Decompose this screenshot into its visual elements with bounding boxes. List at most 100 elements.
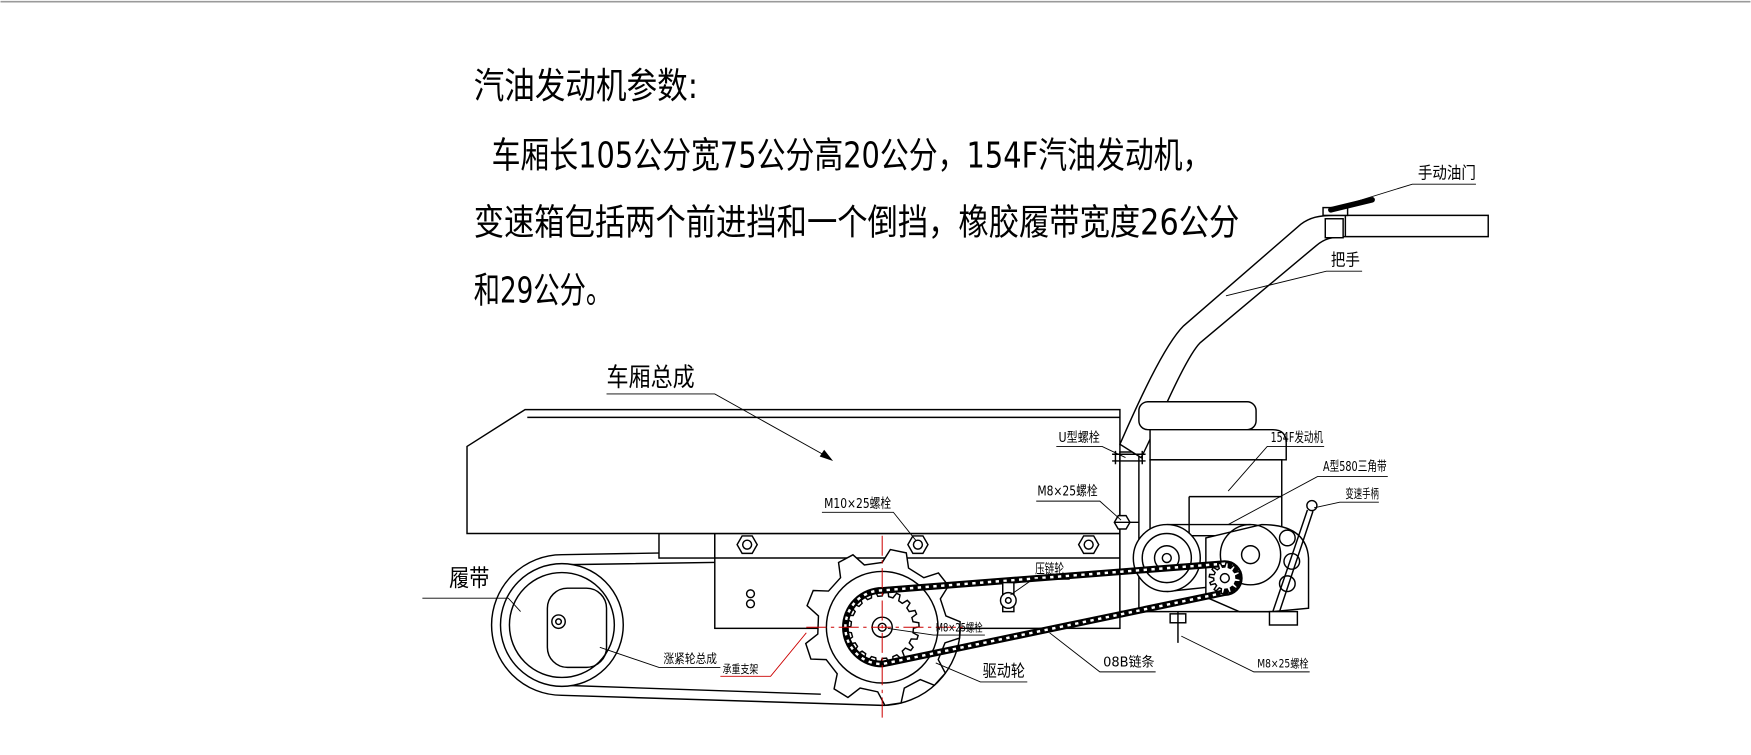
spec-heading: 汽油发动机参数: xyxy=(474,66,698,107)
gearbox-boss-middle xyxy=(1283,552,1301,570)
leader-cargo-body xyxy=(606,393,832,460)
frame-bottom-bolt xyxy=(1169,611,1187,643)
engine-shroud xyxy=(1149,428,1287,461)
chain-08b xyxy=(842,560,1243,668)
frame-bolt-2 xyxy=(907,535,929,555)
u-bolt-icon xyxy=(1112,450,1146,465)
slot-hole-lower xyxy=(745,599,756,609)
part-labels: 车厢总成 手动油门 把手 U型螺栓 154F发动机 A型580三角带 变速手柄 … xyxy=(449,163,1476,681)
leader-chain-idler xyxy=(1010,578,1070,596)
engine-cylinder-detail xyxy=(1188,495,1282,536)
leader-track xyxy=(422,597,521,612)
leader-tensioner xyxy=(599,646,721,668)
label-support-bracket: 承重支架 xyxy=(723,662,759,676)
leader-v-belt xyxy=(1227,476,1388,525)
chain-links xyxy=(844,562,1241,666)
label-v-belt: A型580三角带 xyxy=(1323,459,1387,475)
label-engine: 154F发动机 xyxy=(1271,430,1324,446)
spec-line-2: 变速箱包括两个前进挡和一个倒挡，橡胶履带宽度26公分 xyxy=(474,202,1240,243)
label-manual-throttle: 手动油门 xyxy=(1418,163,1476,183)
gearbox-foot xyxy=(1268,610,1299,626)
hex-bolt-icon xyxy=(736,535,759,555)
label-chain-idler: 压链轮 xyxy=(1035,562,1064,578)
handlebar xyxy=(1118,196,1489,459)
label-drive-wheel: 驱动轮 xyxy=(983,660,1026,680)
tensioner-outer-rim xyxy=(499,562,624,688)
leader-bolt-m8-frame xyxy=(1181,635,1310,673)
label-cargo-body: 车厢总成 xyxy=(607,363,695,393)
frame-slot xyxy=(745,589,756,609)
engine-mount-bolt xyxy=(1113,514,1139,530)
hex-bolt-icon xyxy=(907,535,929,555)
leader-manual-throttle xyxy=(1350,183,1476,204)
idler-pin xyxy=(1004,596,1012,604)
shift-lever-rod xyxy=(1272,509,1314,612)
frame-bolt-3 xyxy=(1077,535,1100,555)
label-shift-lever: 变速手柄 xyxy=(1345,486,1378,501)
engine-154f xyxy=(1112,401,1287,537)
leader-bolt-m8-drive xyxy=(887,627,985,636)
handlebar-tube xyxy=(1118,214,1489,459)
throttle-clamp xyxy=(1324,218,1344,239)
leader-handle xyxy=(1225,270,1363,297)
pulley-groove xyxy=(1141,532,1193,584)
engine-mount-post xyxy=(1119,451,1140,613)
spec-line-1: 车厢长105公分宽75公分高20公分，154F汽油发动机， xyxy=(492,135,1212,176)
label-handle: 把手 xyxy=(1331,250,1360,270)
shift-lever-knob xyxy=(1306,499,1318,512)
centerlines xyxy=(806,535,963,720)
leader-engine xyxy=(1227,445,1325,492)
gearbox-sprocket-hub xyxy=(1219,572,1231,584)
crank-pulley xyxy=(1132,523,1202,593)
cargo-body xyxy=(466,408,1121,535)
hex-bolt-icon xyxy=(1077,535,1100,555)
label-bolt-m10: M10×25螺栓 xyxy=(824,496,891,512)
spec-line-3: 和29公分。 xyxy=(474,270,612,311)
bolt-head xyxy=(1083,539,1094,550)
throttle-lever xyxy=(1322,196,1375,239)
label-u-bolt: U型螺栓 xyxy=(1059,430,1100,446)
gearbox-boss-lower xyxy=(1278,575,1296,593)
gearbox-pulley-hub xyxy=(1240,545,1261,565)
tensioner-wheel xyxy=(499,562,624,688)
label-bolt-m8-drive: M8×25螺栓 xyxy=(936,621,983,635)
slot-hole-upper xyxy=(745,589,756,599)
throttle-lever-arm xyxy=(1328,196,1375,213)
leader-drive-wheel xyxy=(935,662,1028,683)
label-track: 履带 xyxy=(449,564,489,592)
frame-front-block xyxy=(658,532,716,559)
chain-idler xyxy=(999,581,1017,613)
frame-bolt-1 xyxy=(736,535,759,555)
cargo-body-outline xyxy=(466,408,1121,535)
spec-text-block: 汽油发动机参数: 车厢长105公分宽75公分高20公分，154F汽油发动机， 变… xyxy=(474,66,1240,311)
leader-u-bolt xyxy=(1056,445,1126,458)
leader-lines xyxy=(422,183,1476,683)
label-chain: 08B链条 xyxy=(1103,653,1154,670)
arrowhead-icon xyxy=(819,449,834,461)
leader-bolt-m10 xyxy=(821,511,917,541)
tensioner-axle-core xyxy=(555,618,563,626)
pulley-shaft xyxy=(1161,552,1172,564)
idler-roller xyxy=(999,591,1017,609)
gearbox-driven-pulley xyxy=(1219,523,1282,586)
label-bolt-m8-frame: M8×25螺栓 xyxy=(1257,656,1308,670)
bolt-head xyxy=(912,539,924,550)
gearbox-output-sprocket xyxy=(1208,561,1242,595)
leader-bolt-m8-engine xyxy=(1036,500,1122,521)
bolt-head xyxy=(741,539,753,550)
engine-block xyxy=(1149,459,1283,537)
tensioner-inner-rim xyxy=(508,571,616,679)
fuel-tank xyxy=(1138,401,1257,431)
label-bolt-m8-engine: M8×25螺栓 xyxy=(1037,484,1097,500)
tensioner-slot-plate xyxy=(546,587,608,669)
label-tensioner: 涨紧轮总成 xyxy=(663,651,717,666)
gearbox-boss-upper xyxy=(1278,529,1296,547)
leader-chain xyxy=(1049,632,1156,673)
pulley-rim xyxy=(1132,523,1202,593)
u-bolt-fixture xyxy=(1112,450,1146,465)
leader-support-bracket xyxy=(720,632,807,677)
tensioner-axle xyxy=(551,614,566,630)
leader-shift-lever xyxy=(1314,501,1379,509)
